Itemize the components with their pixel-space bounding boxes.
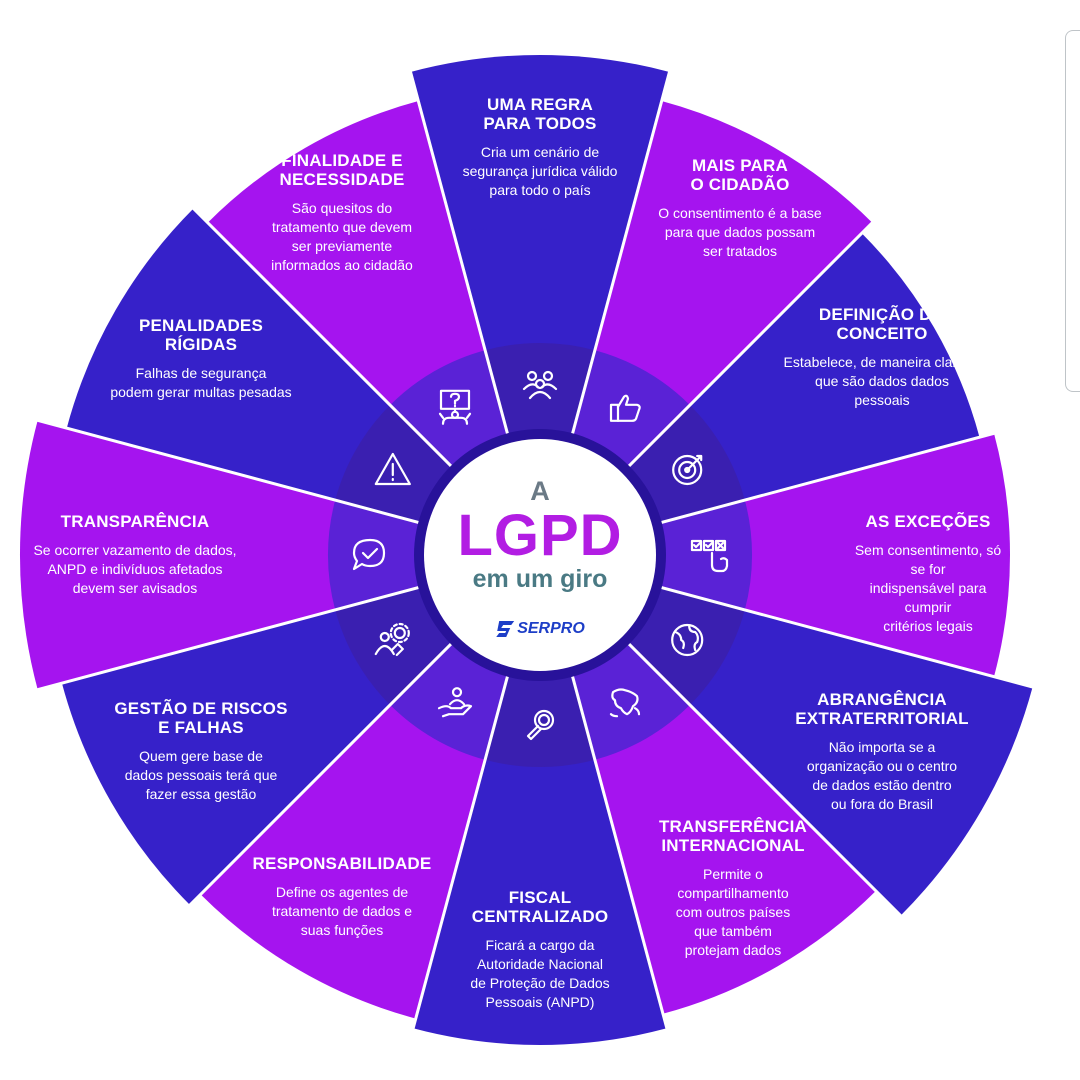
center-hub [424,439,656,671]
segment-title: MAIS PARA O CIDADÃO [690,156,790,194]
segment-description: Permite o compartilhamento com outros pa… [675,866,791,958]
segment-description: Estabelece, de maneira clara, o que são … [783,354,981,408]
sector-1 [410,54,670,555]
segment-description: Cria um cenário de segurança jurídica vá… [462,144,618,198]
segment-10: TRANSPARÊNCIA Se ocorrer vazamento de dad… [33,512,236,598]
segment-description: Quem gere base de dados pessoais terá qu… [124,748,278,802]
segment-description: Não importa se a organização ou o centro… [806,739,958,812]
segment-5: ABRANGÊNCIA EXTRATERRITORIAL Não importa … [795,690,969,814]
target-icon [672,454,703,486]
globe-icon [671,623,704,657]
people-group-icon [522,370,558,400]
center-title: LGPD [457,503,623,568]
segment-description: Ficará a cargo da Autoridade Nacional de… [470,937,610,1010]
magnifier-icon [526,709,555,741]
segment-2: MAIS PARA O CIDADÃO O consentimento é a b… [658,156,821,261]
segment-title: ABRANGÊNCIA EXTRATERRITORIAL [795,690,969,728]
segment-title: FINALIDADE E NECESSIDADE [279,151,405,189]
question-person-icon [438,389,472,425]
segment-7: FISCAL CENTRALIZADO Ficará a cargo da Aut… [470,888,609,1012]
segment-title: PENALIDADES RÍGIDAS [138,316,264,354]
segment-title: TRANSFERÊNCIA INTERNACIONAL [658,817,808,855]
center-subtitle: em um giro [472,565,608,593]
serpro-logo: SERPRO [495,620,585,638]
sector-10 [19,420,541,690]
sector-4 [540,433,1011,677]
serpro-logo-text: SERPRO [517,620,585,637]
serpro-logo-icon [496,621,515,637]
segment-title: TRANSPARÊNCIA [60,512,210,531]
segment-description: Define os agentes de tratamento de dados… [271,884,413,938]
center-prefix: A [530,476,550,506]
warning-icon [374,452,411,486]
segment-title: RESPONSABILIDADE [252,854,432,873]
segment-description: Sem consentimento, só se for indispensáv… [854,542,1002,634]
sector-7 [413,555,667,1045]
checklist-hand-icon [690,539,729,573]
segment-3: DEFINIÇÃO DO CONCEITO Estabelece, de mane… [784,305,981,410]
segment-title: UMA REGRA PARA TODOS [483,95,597,133]
segment-9: GESTÃO DE RISCOS E FALHAS Quem gere base … [114,699,287,804]
brazil-map-icon [609,688,641,718]
segment-description: O consentimento é a base para que dados … [658,205,822,259]
segment-icons [352,370,729,741]
gears-person-icon [374,622,410,657]
segment-8: RESPONSABILIDADE Define os agentes de tra… [253,854,432,940]
segment-title: GESTÃO DE RISCOS E FALHAS [114,699,288,737]
segment-4: AS EXCEÇÕES Sem consentimento, só se for … [852,512,1004,636]
segment-description: Se ocorrer vazamento de dados, ANPD e in… [33,542,237,596]
segment-description: Falhas de segurança podem gerar multas p… [110,365,292,400]
segment-title: DEFINIÇÃO DO CONCEITO [818,305,946,343]
hand-person-icon [437,687,473,718]
segment-title: AS EXCEÇÕES [865,512,991,531]
segment-1: UMA REGRA PARA TODOS Cria um cenário de s… [463,95,618,200]
scrollbar[interactable] [1065,30,1080,392]
segment-description: São quesitos do tratamento que devem ser… [271,200,413,273]
segment-title: FISCAL CENTRALIZADO [471,888,609,926]
chat-check-icon [352,538,386,571]
segment-11: PENALIDADES RÍGIDAS Falhas de segurança p… [110,316,291,402]
thumbs-up-icon [609,394,641,422]
segment-6: TRANSFERÊNCIA INTERNACIONAL Permite o com… [659,817,807,960]
segment-12: FINALIDADE E NECESSIDADE São quesitos do … [271,151,413,275]
